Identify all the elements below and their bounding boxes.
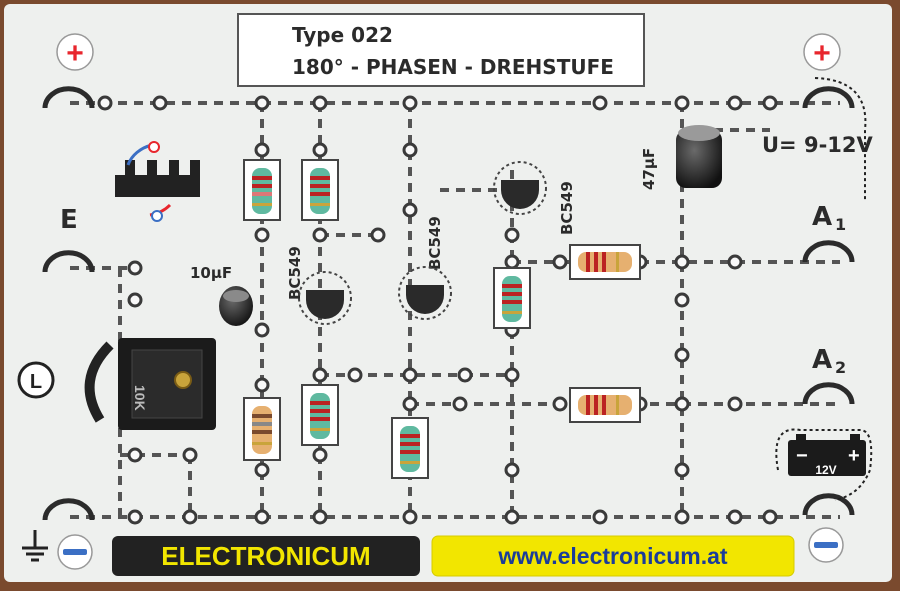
- label-transistor-2: BC549: [426, 216, 444, 270]
- label-cap-10uf: 10µF: [190, 264, 232, 282]
- label-input-e: E: [60, 205, 78, 235]
- svg-text:+: +: [848, 445, 860, 467]
- terminal-output-a1: [802, 240, 855, 263]
- terminal-output-a2: [802, 382, 855, 405]
- label-cap-47uf: 47µF: [640, 148, 658, 190]
- terminal-top-left: [42, 86, 95, 109]
- transistor-1: [298, 271, 352, 325]
- minus-badge-right: [808, 527, 844, 563]
- transistor-2: [398, 266, 452, 320]
- resistor-r5: [301, 384, 339, 446]
- label-a2: A 2: [812, 345, 846, 377]
- svg-text:−: −: [796, 445, 808, 467]
- battery-icon: − + 12V: [775, 428, 873, 501]
- potentiometer[interactable]: 10K: [118, 338, 216, 430]
- terminal-top-right: [802, 86, 855, 109]
- svg-text:L: L: [30, 371, 42, 393]
- brand-name: ELECTRONICUM: [161, 541, 370, 571]
- capacitor-47uf: [676, 125, 722, 188]
- capacitor-10uf: [219, 286, 253, 326]
- title-line1: Type 022: [292, 23, 393, 47]
- svg-text:1: 1: [835, 215, 846, 234]
- svg-text:A: A: [812, 202, 832, 232]
- pot-value-label: 10K: [132, 385, 148, 411]
- transistor-3: [493, 161, 547, 215]
- terminal-bottom-left: [42, 498, 95, 521]
- title-box: Type 022 180° - PHASEN - DREHSTUFE: [237, 13, 645, 87]
- resistor-r3: [493, 267, 531, 329]
- pot-wiper-knob: [174, 371, 192, 389]
- resistor-r2: [301, 159, 339, 221]
- resistors: [243, 159, 641, 479]
- plus-badge-right: +: [803, 33, 841, 71]
- pot-direction-badge: L: [17, 341, 114, 423]
- url-banner: www.electronicum.at: [431, 535, 795, 577]
- resistor-r7: [569, 244, 641, 280]
- resistor-r4: [243, 397, 281, 461]
- title-line2: 180° - PHASEN - DREHSTUFE: [292, 55, 614, 79]
- ground-icon: [22, 530, 48, 562]
- svg-text:A: A: [812, 345, 832, 375]
- svg-text:+: +: [813, 37, 831, 70]
- plus-badge-left: +: [56, 33, 94, 71]
- minus-badge-left: [57, 534, 93, 570]
- svg-text:2: 2: [835, 358, 846, 377]
- resistor-r8: [569, 387, 641, 423]
- battery-voltage-label: 12V: [815, 463, 836, 477]
- terminals: [42, 86, 855, 521]
- brand-url: www.electronicum.at: [497, 543, 728, 569]
- terminal-bottom-right: [802, 493, 855, 516]
- brand-banner: ELECTRONICUM: [112, 536, 420, 576]
- resistor-r1: [243, 159, 281, 221]
- label-a1: A 1: [812, 202, 846, 234]
- label-transistor-1: BC549: [286, 246, 304, 300]
- transistors: [298, 161, 547, 325]
- label-transistor-3: BC549: [558, 181, 576, 235]
- svg-text:+: +: [66, 37, 84, 70]
- label-voltage: U= 9-12V: [762, 133, 874, 157]
- board-plate: [4, 4, 892, 582]
- resistor-r6: [391, 417, 429, 479]
- terminal-input-e: [42, 250, 95, 273]
- phase-rotation-icon: [115, 141, 200, 222]
